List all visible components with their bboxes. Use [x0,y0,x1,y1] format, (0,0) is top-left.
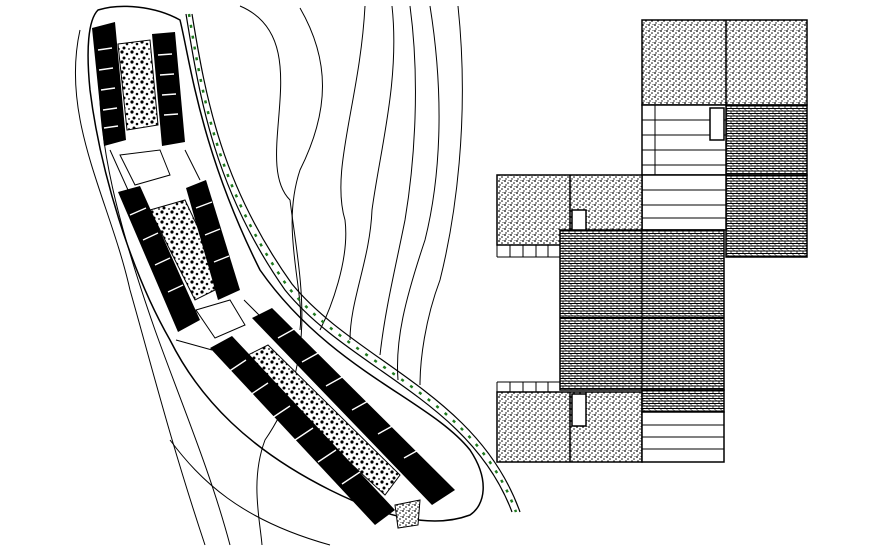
unit-divisions [97,47,423,485]
building-blocks [92,22,455,525]
site-plan [74,5,521,546]
contour-line [379,5,416,356]
contour-line [74,29,206,546]
courtyard-north [117,39,159,131]
deck-slat-lines [642,189,726,219]
skylight [709,107,725,141]
contour-line [169,439,331,546]
contour-line [291,7,323,331]
skylight [571,393,587,427]
building-block [186,180,240,300]
connector-paths [109,149,421,529]
contour-line [319,5,366,331]
building-block [92,22,126,146]
road-edge-outer [185,13,513,513]
roof-tile-shingle [725,174,808,258]
courtyards [117,39,401,496]
building-block [210,336,395,525]
roof-tile-shingle [641,389,725,413]
contour-line [397,5,440,381]
deck-slats [641,174,727,231]
deck-slat-lines [642,424,724,450]
roof-plan [496,19,808,463]
building-block [118,186,200,332]
roof-tile-stipple [641,19,808,106]
building-block [152,32,185,146]
contour-line [419,5,463,386]
contour-line [349,5,395,341]
roof-tile-shingle [725,104,808,176]
site-boundary [87,5,484,522]
building-block [252,308,455,505]
eave-ticks [496,245,560,258]
road-edge-inner [191,13,521,513]
contour-line [239,5,303,546]
eave-ticks [496,381,560,392]
